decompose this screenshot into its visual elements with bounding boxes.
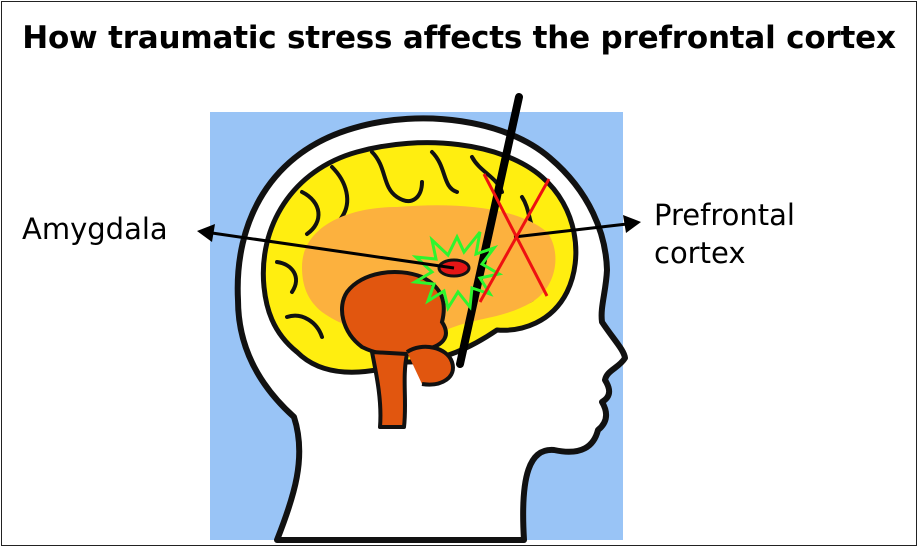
prefrontal-arrowhead	[623, 215, 641, 233]
amygdala-label: Amygdala	[22, 210, 168, 248]
prefrontal-cortex-label: Prefrontal cortex	[654, 196, 795, 272]
prefrontal-label-line1: Prefrontal	[654, 196, 795, 234]
prefrontal-label-line2: cortex	[654, 234, 795, 272]
amygdala-arrowhead	[197, 224, 215, 242]
